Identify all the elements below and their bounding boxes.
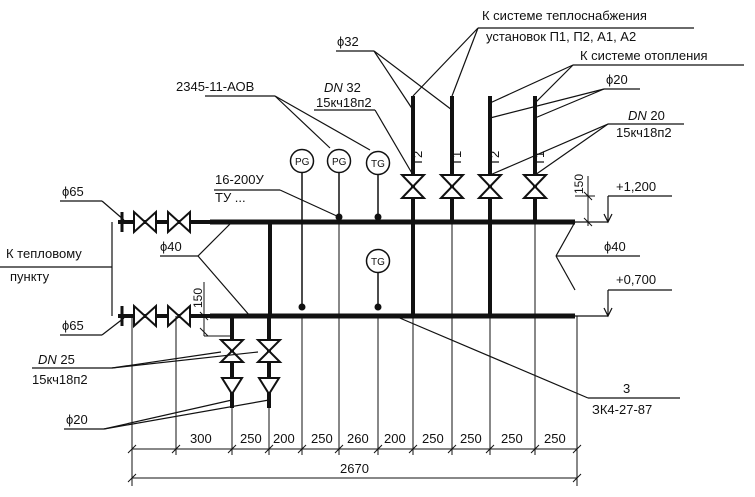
label-heat-point-2: пункту [10, 269, 50, 284]
labels: К системе теплоснабжения установок П1, П… [6, 8, 708, 476]
dim-total: 2670 [340, 461, 369, 476]
tg-gauge-1 [365, 150, 391, 176]
riser-label-t2-1: Т2 [410, 151, 425, 166]
label-phi20-bottom: ϕ20 [66, 412, 88, 427]
label-heat-supply-2: установок П1, П2, А1, А2 [486, 29, 636, 44]
dim-150-top [575, 176, 595, 227]
label-phi65-bottom: ϕ65 [62, 318, 84, 333]
riser-valve-1 [399, 174, 427, 199]
inlet-valve-top-2 [167, 209, 191, 235]
label-tu: ТУ ... [215, 190, 246, 205]
riser-label-t1-2: Т1 [532, 151, 547, 166]
label-level-top: +1,200 [616, 179, 656, 194]
inlet-valve-top-1 [133, 209, 157, 235]
riser-label-t1-1: Т1 [449, 151, 464, 166]
label-heat-supply-1: К системе теплоснабжения [482, 8, 647, 23]
gauge-tap-1 [298, 303, 306, 311]
label-16-200: 16-200У [215, 172, 264, 187]
drop-valve-1 [218, 339, 246, 396]
gauge-tap-3 [374, 213, 382, 221]
label-dn32: DN 32 [324, 80, 361, 95]
pg-label-1: PG [295, 157, 310, 168]
pg-gauge-1 [289, 148, 315, 174]
label-aob: 2345-11-АОВ [176, 79, 254, 94]
riser-valve-3 [476, 174, 504, 199]
label-dn20-code: 15кч18п2 [616, 125, 672, 140]
riser-label-t2-2: Т2 [487, 151, 502, 166]
dimension-chain [127, 222, 582, 486]
label-150-left: 150 [191, 288, 205, 308]
label-phi40-left: ϕ40 [160, 239, 182, 254]
label-phi32: ϕ32 [337, 34, 359, 49]
pg-label-2: PG [332, 157, 347, 168]
tg-label-1: TG [371, 159, 385, 170]
dim-segment-8: 250 [501, 431, 523, 446]
drop-valve-2 [255, 339, 283, 396]
label-ref-code: ЗК4-27-87 [592, 402, 652, 417]
inlet-valve-bottom-2 [167, 303, 191, 329]
dim-segment-1: 250 [240, 431, 262, 446]
label-150-top: 150 [572, 174, 586, 194]
riser-valve-2 [438, 174, 466, 199]
label-dn25-code: 15кч18п2 [32, 372, 88, 387]
dim-segment-2: 200 [273, 431, 295, 446]
dim-segment-3: 250 [311, 431, 333, 446]
dim-segment-9: 250 [544, 431, 566, 446]
leader-lines [0, 27, 744, 430]
label-ref-num: 3 [623, 381, 630, 396]
dim-segment-5: 200 [384, 431, 406, 446]
dim-segment-4: 260 [347, 431, 369, 446]
level-mark-top [575, 195, 672, 224]
label-dn20: DN 20 [628, 108, 665, 123]
label-phi65-top: ϕ65 [62, 184, 84, 199]
level-mark-bottom [575, 289, 672, 318]
riser-valve-4 [521, 174, 549, 199]
label-dn25: DN 25 [38, 352, 75, 367]
label-heating-system: К системе отопления [580, 48, 708, 63]
pg-gauge-2 [326, 148, 352, 174]
label-level-bottom: +0,700 [616, 272, 656, 287]
tg-label-2: TG [371, 257, 385, 268]
label-phi40-right: ϕ40 [604, 239, 626, 254]
tg-gauge-2 [365, 248, 391, 274]
dim-segment-6: 250 [422, 431, 444, 446]
dim-segment-7: 250 [460, 431, 482, 446]
gauge-tap-4 [374, 303, 382, 311]
label-dn32-code: 15кч18п2 [316, 95, 372, 110]
label-heat-point-1: К тепловому [6, 246, 82, 261]
inlet-valve-bottom-1 [133, 303, 157, 329]
dim-150-left [199, 282, 232, 337]
dim-segment-0: 300 [190, 431, 212, 446]
label-phi20-right: ϕ20 [606, 72, 628, 87]
